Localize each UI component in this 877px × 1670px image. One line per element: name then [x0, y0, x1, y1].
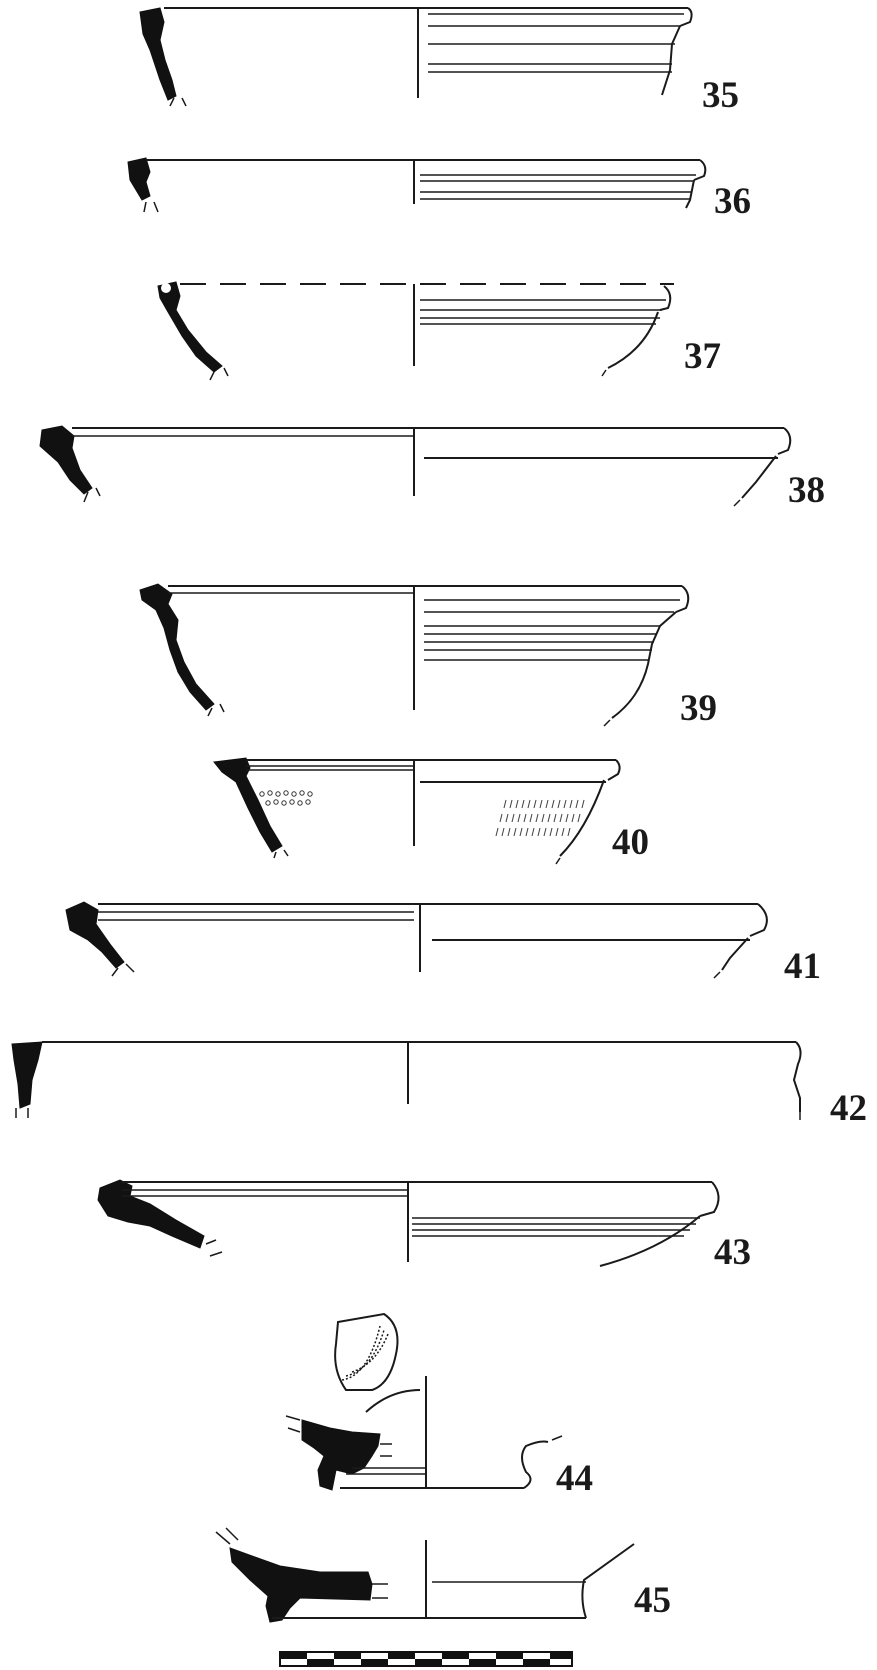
profile-section-36 — [127, 157, 151, 201]
rouletted-decoration — [495, 799, 585, 837]
figure-label-38: 38 — [788, 470, 825, 511]
profile-section-44 — [301, 1419, 381, 1491]
vessel-35: 35 — [139, 7, 739, 116]
vessel-43: 43 — [97, 1179, 751, 1273]
profile-section-45 — [229, 1547, 373, 1623]
figure-label-37: 37 — [684, 336, 721, 377]
figure-label-42: 42 — [830, 1088, 867, 1129]
figure-label-40: 40 — [612, 822, 649, 863]
profile-section-35 — [139, 7, 177, 101]
figure-label-41: 41 — [784, 946, 821, 987]
figure-label-43: 43 — [714, 1232, 751, 1273]
vessel-39: 39 — [139, 583, 717, 729]
stamp-detail — [334, 1312, 399, 1391]
figure-label-39: 39 — [680, 688, 717, 729]
figure-label-44: 44 — [556, 1458, 593, 1499]
scale-bar — [279, 1651, 573, 1667]
profile-section-43 — [97, 1179, 205, 1249]
vessel-38: 38 — [39, 425, 825, 511]
profile-section-39 — [139, 583, 215, 711]
figure-label-45: 45 — [634, 1580, 671, 1621]
vessel-44: 44 — [285, 1312, 593, 1499]
vessel-40: 40 — [213, 757, 649, 865]
vessel-42: 42 — [11, 1041, 867, 1129]
vessel-37: 37 — [157, 281, 721, 381]
profile-section-38 — [39, 425, 93, 495]
stamped-decoration — [259, 790, 313, 806]
vessel-36: 36 — [127, 157, 751, 222]
profile-section-37 — [157, 281, 223, 373]
profile-section-42 — [11, 1041, 43, 1109]
profile-section-41 — [65, 901, 125, 969]
figure-label-35: 35 — [702, 75, 739, 116]
vessel-45: 45 — [215, 1527, 671, 1623]
profile-section-40 — [213, 757, 283, 853]
figure-label-36: 36 — [714, 181, 751, 222]
vessel-41: 41 — [65, 901, 821, 987]
